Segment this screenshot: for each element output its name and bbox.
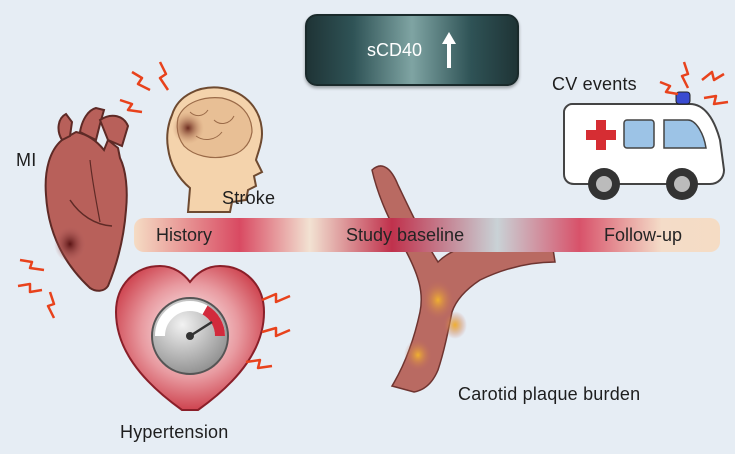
carotid-artery-icon: [371, 165, 556, 393]
timeline-history-label: History: [156, 225, 213, 245]
hypertension-heart-icon: [114, 264, 266, 411]
heart-anatomy-icon: [44, 106, 130, 292]
timeline-followup-label: Follow-up: [604, 225, 683, 245]
carotid-plaque-label: Carotid plaque burden: [458, 384, 641, 404]
cv-events-label: CV events: [552, 74, 637, 94]
marker-box: sCD40: [305, 14, 519, 86]
mi-label: MI: [16, 150, 37, 170]
marker-label: sCD40: [367, 40, 423, 60]
timeline-bar: [134, 218, 720, 252]
timeline-baseline-label: Study baseline: [346, 225, 465, 245]
up-arrow-icon: [442, 32, 456, 68]
ambulance-icon: [563, 91, 726, 200]
alert-lightning-icons: [17, 61, 729, 370]
brain-head-icon: [166, 86, 264, 213]
stroke-label: Stroke: [222, 188, 276, 208]
hypertension-label: Hypertension: [120, 422, 229, 442]
